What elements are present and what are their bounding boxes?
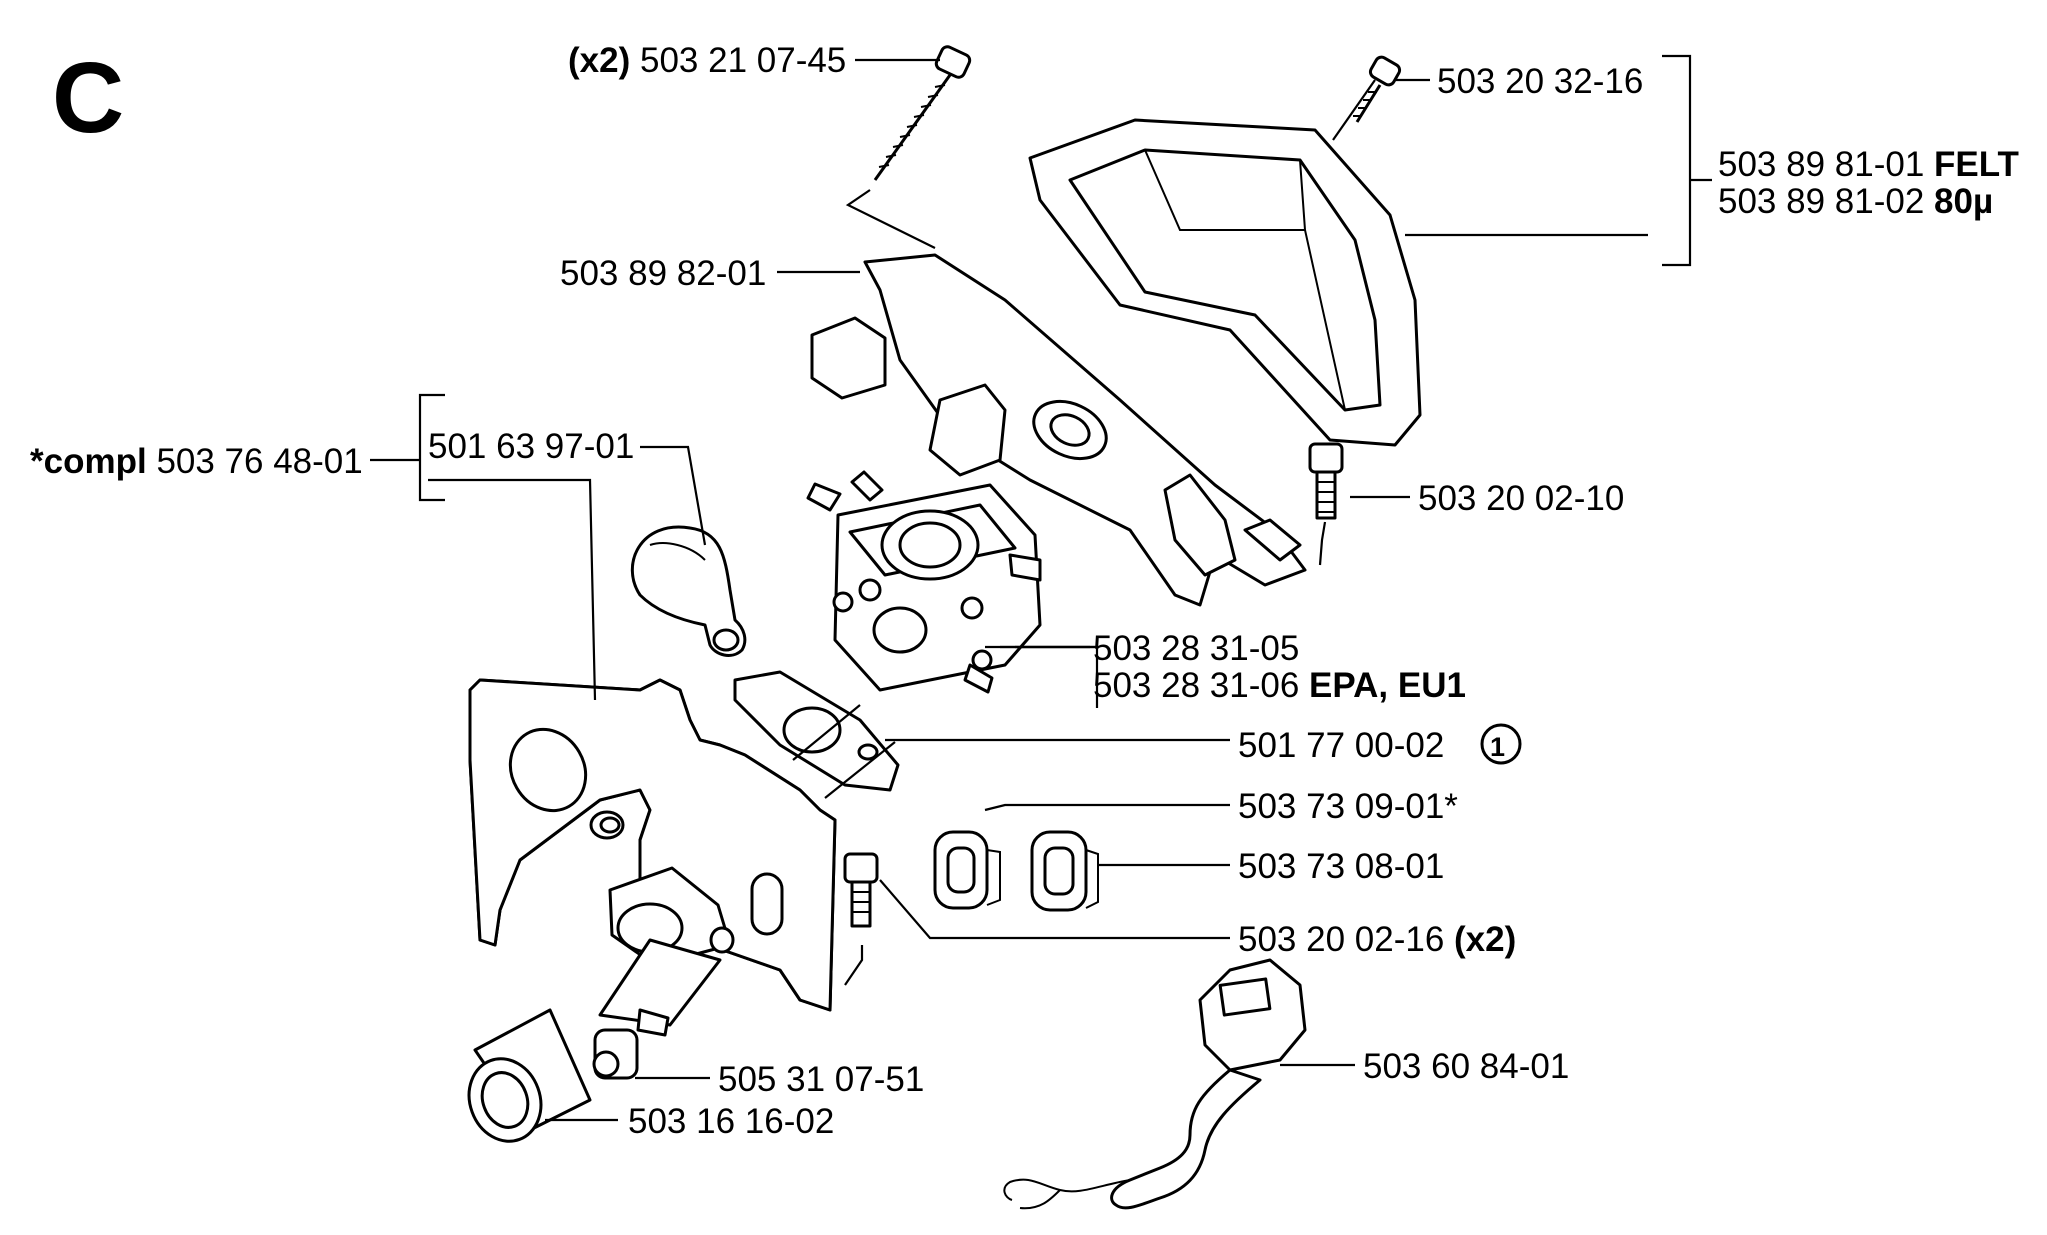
top-screw: [1353, 55, 1402, 123]
label-grommet-a: 503 73 09-01*: [1238, 787, 1458, 826]
label-compl: *compl 503 76 48-01: [30, 442, 363, 481]
label-bolt-right: 503 20 02-10: [1418, 479, 1624, 518]
label-carb-b: 503 28 31-06 EPA, EU1: [1093, 666, 1466, 705]
long-screw: [845, 45, 972, 249]
label-throttle-rod: 503 60 84-01: [1363, 1047, 1569, 1086]
label-gasket: 501 77 00-02: [1238, 726, 1444, 765]
label-filter-80: 503 89 81-02 80µ: [1718, 182, 1993, 221]
label-grommet-b: 503 73 08-01: [1238, 847, 1444, 886]
label-bushing: 505 31 07-51: [718, 1060, 924, 1099]
filter-holder: [810, 253, 1307, 607]
label-choke: 501 63 97-01: [428, 427, 634, 466]
sleeve: [467, 1008, 592, 1143]
label-sleeve: 503 16 16-02: [628, 1102, 834, 1141]
bolt-pair: [843, 852, 879, 986]
label-carb-a: 503 28 31-05: [1093, 629, 1299, 668]
leader-lines: [370, 54, 1712, 1122]
label-filter-holder: 503 89 82-01: [560, 254, 766, 293]
label-screw-long: (x2) 503 21 07-45: [568, 41, 846, 80]
choke-plate: [630, 525, 747, 657]
bolt-right: [1308, 442, 1344, 566]
label-filter-felt: 503 89 81-01 FELT: [1718, 145, 2019, 184]
heat-shield-plate: [468, 678, 837, 1037]
label-screw-top: 503 20 32-16: [1437, 62, 1643, 101]
grommet-a: [933, 830, 1001, 910]
label-gasket-note: 1: [1490, 732, 1505, 762]
carburetor: [806, 470, 1042, 694]
throttle-rod: [1003, 958, 1307, 1210]
section-letter: C: [52, 42, 124, 154]
grommet-b: [1030, 830, 1099, 912]
gasket: [733, 670, 900, 799]
bushing: [592, 1028, 639, 1080]
air-filter: [1028, 118, 1422, 447]
label-bolt-pair: 503 20 02-16 (x2): [1238, 920, 1516, 959]
note-circle: [1480, 723, 1522, 765]
